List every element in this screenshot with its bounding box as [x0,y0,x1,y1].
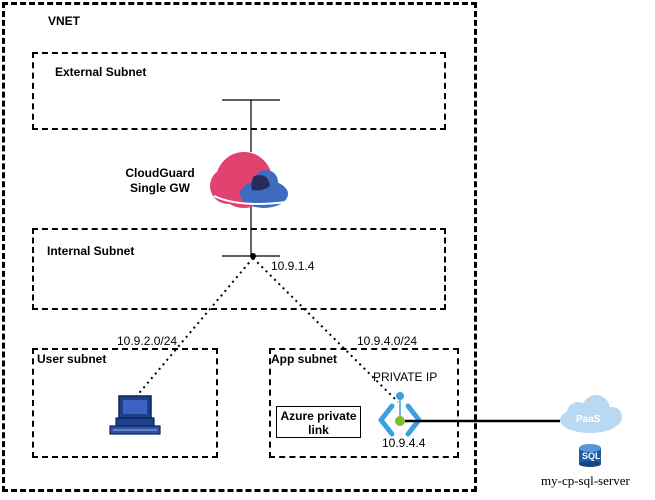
private-link-ip: 10.9.4.4 [382,436,426,450]
app-subnet-label: App subnet [271,352,337,366]
azure-private-link-label: Azure private link [276,406,361,438]
route-to-user-subnet [134,257,254,399]
paas-cloud-icon [560,395,622,433]
external-subnet [32,52,446,130]
route-to-app-subnet [252,257,399,403]
user-subnet-cidr: 10.9.2.0/24 [117,334,178,348]
gateway-ip: 10.9.1.4 [271,259,315,273]
sql-server-name: my-cp-sql-server [541,473,630,488]
sql-database-icon [579,444,601,467]
cloudguard-icon [210,152,288,208]
private-ip-label: PRIVATE IP [373,370,438,384]
internal-subnet-label: Internal Subnet [47,244,135,258]
app-subnet-cidr: 10.9.4.0/24 [357,334,418,348]
user-subnet [32,348,218,458]
vnet-label: VNET [48,14,81,28]
vnet-boundary [2,2,477,492]
gateway-node [250,253,256,259]
user-subnet-label: User subnet [37,352,107,366]
private-link-icon [378,392,422,437]
app-subnet [269,348,459,458]
internal-subnet [32,228,446,310]
external-subnet-label: External Subnet [55,65,147,79]
cloudguard-label: CloudGuard Single GW [125,166,195,195]
computer-icon [109,395,161,435]
paas-badge: PaaS [576,414,601,425]
sql-badge: SQL [582,451,601,461]
